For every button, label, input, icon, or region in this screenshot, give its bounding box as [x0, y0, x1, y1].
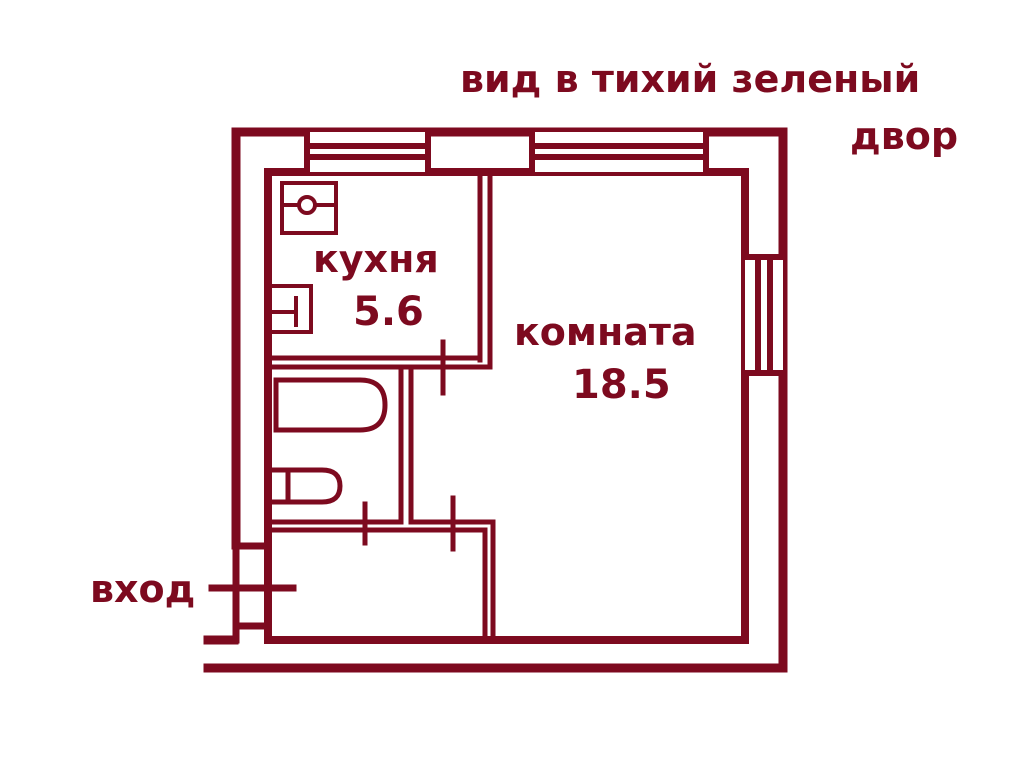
view-caption-line2: двор: [850, 114, 959, 158]
bathtub-icon: [273, 377, 388, 433]
kitchen-label: кухня: [313, 237, 439, 281]
door-marks: [362, 339, 468, 552]
outer-wall: [203, 127, 788, 673]
stove-icon: [280, 181, 338, 235]
sink-icon: [270, 284, 313, 334]
toilet-icon: [269, 467, 343, 505]
view-caption: вид в тихий зеленый: [460, 57, 921, 101]
window-top-right: [529, 129, 709, 175]
kitchen-area: 5.6: [353, 289, 424, 335]
window-right: [742, 254, 786, 376]
room-area: 18.5: [572, 362, 671, 408]
window-top-left: [304, 129, 431, 175]
room-label: комната: [514, 310, 697, 354]
partitions: [267, 171, 496, 641]
inner-wall: [264, 168, 749, 644]
entrance-label: вход: [90, 567, 196, 611]
entrance-vestibule: [208, 541, 297, 644]
